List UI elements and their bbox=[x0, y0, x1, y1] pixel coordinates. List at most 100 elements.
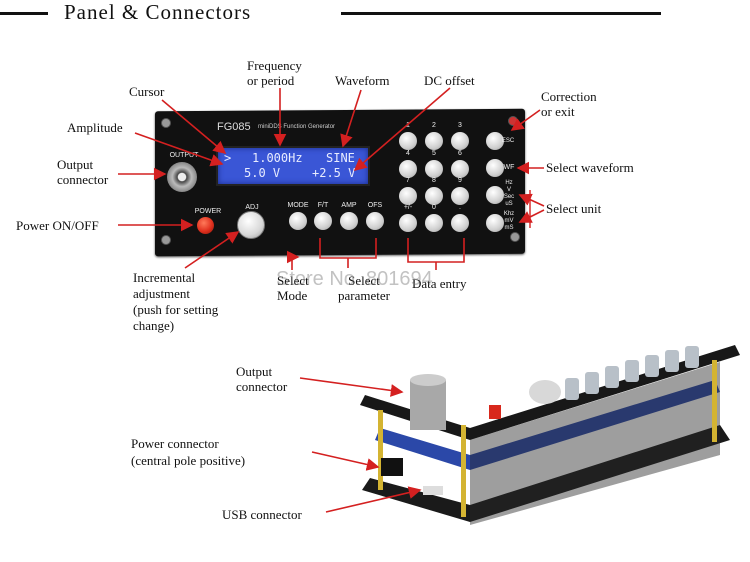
arrow-correction bbox=[510, 109, 541, 131]
key-label-8: 8 bbox=[432, 177, 436, 184]
bnc-connector bbox=[410, 380, 446, 430]
key-2-button[interactable] bbox=[425, 132, 443, 150]
standoff bbox=[461, 425, 466, 517]
ofs-key-label: OFS bbox=[367, 202, 383, 209]
data-entry-callout: Data entry bbox=[412, 276, 467, 291]
select-mode-callout: Select Mode bbox=[277, 273, 309, 303]
arrow-usb bbox=[325, 486, 422, 513]
top-keys bbox=[565, 346, 699, 400]
key-5-button[interactable] bbox=[425, 160, 443, 178]
bnc-top bbox=[410, 374, 446, 386]
screw-icon bbox=[161, 118, 171, 128]
arrow-power-connector bbox=[311, 451, 380, 471]
wf-button[interactable] bbox=[486, 159, 504, 177]
esc-key-label: ESC bbox=[501, 138, 515, 144]
power-callout: Power ON/OFF bbox=[16, 218, 99, 233]
arrow-select-unit-2 bbox=[518, 209, 545, 223]
title-rule-right bbox=[341, 12, 661, 15]
key-3-button[interactable] bbox=[451, 132, 469, 150]
mode-key-label: MODE bbox=[287, 202, 309, 209]
model-label: FG085 bbox=[217, 121, 251, 133]
key-label-plusminus: +/- bbox=[403, 204, 413, 211]
ft-key-label: F/T bbox=[317, 202, 329, 209]
lcd-amplitude: 5.0 V bbox=[244, 166, 281, 180]
arrow-output-connector bbox=[299, 377, 404, 397]
bracket-mode bbox=[286, 250, 300, 270]
key-label-2: 2 bbox=[432, 122, 436, 129]
correction-callout: Correction or exit bbox=[541, 89, 597, 119]
bracket-data-entry bbox=[407, 238, 465, 270]
side-panel bbox=[470, 362, 720, 525]
adj-label: ADJ bbox=[245, 204, 259, 211]
lcd-offset: +2.5 V bbox=[312, 166, 356, 180]
key-label-6: 6 bbox=[458, 150, 462, 157]
arrow-select-unit-1 bbox=[518, 193, 545, 207]
power-connector-callout: Power connector (central pole positive) bbox=[131, 436, 246, 468]
power-jack bbox=[381, 458, 403, 476]
key-7-button[interactable] bbox=[399, 187, 417, 205]
arrow-cursor bbox=[161, 99, 227, 155]
key-dot-button[interactable] bbox=[451, 214, 469, 232]
standoff bbox=[378, 410, 383, 490]
cursor-callout: Cursor bbox=[129, 84, 165, 99]
arrow-amplitude bbox=[134, 132, 224, 167]
key-label-5: 5 bbox=[432, 150, 436, 157]
lcd-cursor: > bbox=[224, 151, 232, 165]
standoff bbox=[712, 360, 717, 442]
lcd-waveform: SINE bbox=[326, 151, 355, 165]
bottom-acrylic-plate bbox=[362, 425, 730, 522]
dc-offset-callout: DC offset bbox=[424, 73, 475, 88]
model-subtitle: miniDDS Function Generator bbox=[258, 124, 336, 130]
red-power-button bbox=[489, 405, 501, 419]
output-label: OUTPUT bbox=[169, 152, 199, 159]
adjust-knob[interactable] bbox=[237, 211, 265, 239]
key-1-button[interactable] bbox=[399, 132, 417, 150]
screw-icon bbox=[161, 235, 171, 245]
frequency-callout: Frequency or period bbox=[247, 58, 302, 88]
key-4-button[interactable] bbox=[399, 160, 417, 178]
wf-key-label: WF bbox=[503, 164, 515, 171]
arrow-incremental bbox=[184, 231, 240, 269]
ft-button[interactable] bbox=[314, 212, 332, 230]
page-title: Panel & Connectors bbox=[64, 0, 252, 24]
title-rule-left bbox=[0, 12, 48, 15]
key-label-9: 9 bbox=[458, 177, 462, 184]
key-8-button[interactable] bbox=[425, 187, 443, 205]
output-bnc-connector[interactable] bbox=[167, 162, 197, 192]
key-plusminus-button[interactable] bbox=[399, 214, 417, 232]
store-watermark: Store No. 801694 bbox=[276, 268, 433, 290]
key-0-button[interactable] bbox=[425, 214, 443, 232]
knob-top bbox=[529, 380, 561, 404]
unit-khz-button[interactable] bbox=[486, 214, 504, 232]
screw-icon bbox=[510, 232, 520, 242]
key-label-4: 4 bbox=[406, 150, 410, 157]
power-label: POWER bbox=[194, 208, 222, 215]
amp-button[interactable] bbox=[340, 212, 358, 230]
unit-hz-button[interactable] bbox=[486, 186, 504, 204]
amplitude-callout: Amplitude bbox=[67, 120, 123, 135]
waveform-callout: Waveform bbox=[335, 73, 390, 88]
lcd-display: > 1.000Hz SINE 5.0 V +2.5 V bbox=[216, 146, 370, 186]
output-callout: Output connector bbox=[57, 157, 109, 187]
unit-khz-label: Khz mV mS bbox=[503, 211, 515, 231]
key-label-7: 7 bbox=[406, 177, 410, 184]
mode-button[interactable] bbox=[289, 212, 307, 230]
esc-button[interactable] bbox=[486, 132, 504, 150]
lcd-frequency: 1.000Hz bbox=[252, 151, 303, 165]
arrow-dc-offset bbox=[353, 87, 451, 172]
key-6-button[interactable] bbox=[451, 160, 469, 178]
key-label-3: 3 bbox=[458, 122, 462, 129]
key-9-button[interactable] bbox=[451, 187, 469, 205]
bracket-parameter bbox=[319, 238, 377, 268]
unit-hz-label: Hz V Sec uS bbox=[503, 180, 515, 207]
key-label-1: 1 bbox=[406, 122, 410, 129]
usb-port bbox=[423, 486, 443, 495]
key-label-dot: . bbox=[459, 204, 461, 211]
ofs-button[interactable] bbox=[366, 212, 384, 230]
output-connector-callout: Output connector bbox=[236, 364, 288, 394]
key-label-0: 0 bbox=[432, 204, 436, 211]
power-button[interactable] bbox=[197, 217, 214, 234]
incremental-callout: Incremental adjustment (push for setting… bbox=[133, 270, 219, 333]
arrow-waveform bbox=[340, 89, 362, 148]
